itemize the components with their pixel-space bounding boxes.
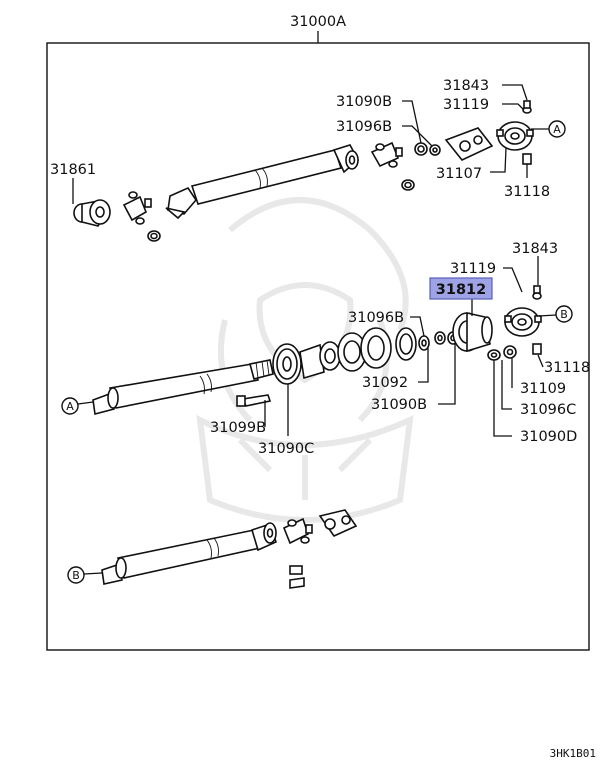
label-31812[interactable]: 31812 — [436, 282, 486, 298]
label-31843-top: 31843 — [443, 78, 489, 94]
label-31096b-mid: 31096B — [348, 310, 404, 326]
label-31118-mid: 31118 — [544, 360, 590, 376]
svg-text:A: A — [553, 123, 561, 136]
label-31090c: 31090C — [258, 441, 314, 457]
label-31843-mid: 31843 — [512, 241, 558, 257]
label-31090d: 31090D — [520, 429, 577, 445]
svg-text:B: B — [560, 308, 568, 321]
svg-text:B: B — [72, 569, 80, 582]
label-31099b: 31099B — [210, 420, 266, 436]
label-31119-mid: 31119 — [450, 261, 496, 277]
label-31109: 31109 — [520, 381, 566, 397]
footer-code: 3HK1B01 — [550, 747, 596, 760]
callout-a-top: A — [531, 120, 566, 138]
label-31090b-mid: 31090B — [371, 397, 427, 413]
label-31092: 31092 — [362, 375, 408, 391]
highlight-box — [429, 277, 493, 300]
callout-a-mid: A — [61, 397, 94, 415]
label-31096c: 31096C — [520, 402, 576, 418]
front-shaft-assembly — [73, 100, 534, 242]
callout-b-mid: B — [538, 305, 573, 323]
intermediate-shaft-assembly — [92, 285, 542, 416]
label-31096b-top: 31096B — [336, 119, 392, 135]
label-31861: 31861 — [50, 162, 96, 178]
label-31119-top: 31119 — [443, 97, 489, 113]
assembly-label: 31000A — [290, 14, 346, 30]
leader-lines — [72, 84, 544, 437]
label-31090b-top: 31090B — [336, 94, 392, 110]
rear-shaft-assembly — [101, 509, 358, 589]
svg-text:A: A — [66, 400, 74, 413]
label-31107: 31107 — [436, 166, 482, 182]
callout-b-bottom: B — [67, 566, 103, 584]
label-31118-top: 31118 — [504, 184, 550, 200]
